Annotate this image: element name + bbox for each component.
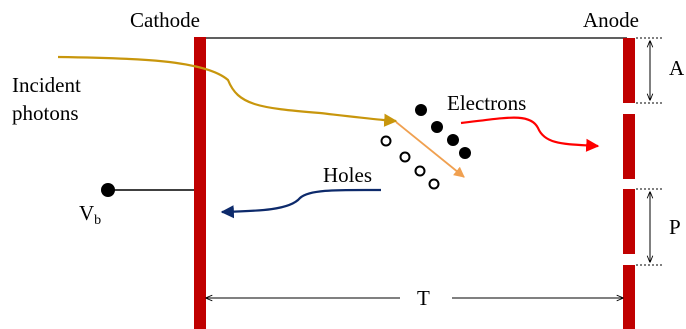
anode-pixel-3 [623, 189, 635, 254]
dim-t-label: T [417, 286, 430, 310]
electron [415, 104, 427, 116]
anode-pixel-2 [623, 114, 635, 179]
electrons-label: Electrons [447, 91, 526, 115]
hole [380, 135, 392, 147]
incident-label-line1: Incident [12, 73, 81, 97]
electron [447, 134, 459, 146]
dim-a-label: A [669, 56, 685, 80]
electron [431, 121, 443, 133]
cathode-electrode [194, 37, 206, 329]
vb-label: Vb [79, 201, 101, 228]
hole [414, 165, 426, 177]
electron-arrow [460, 116, 600, 152]
anode-label: Anode [583, 8, 639, 32]
anode-pixel-1 [623, 38, 635, 103]
hole-arrow [220, 188, 382, 219]
hole [428, 178, 440, 190]
electron [459, 147, 471, 159]
dim-p-label: P [669, 215, 681, 239]
photon-arrow [57, 55, 398, 127]
holes-label: Holes [323, 163, 372, 187]
cathode-label: Cathode [130, 8, 200, 32]
bias-terminal [101, 183, 115, 197]
generation-arrow [395, 121, 465, 178]
hole [399, 151, 411, 163]
incident-label-line2: photons [12, 101, 79, 125]
anode-pixel-4 [623, 265, 635, 329]
